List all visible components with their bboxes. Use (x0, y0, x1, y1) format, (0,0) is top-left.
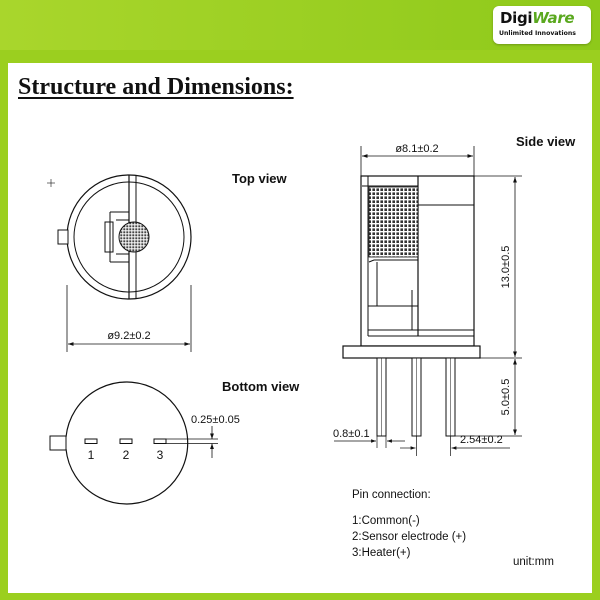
top-view-mesh (118, 221, 150, 253)
side-view-drawing (334, 146, 522, 456)
pin-connection-heading: Pin connection: (352, 489, 431, 501)
bottom-view-outline (65, 381, 189, 505)
top-view-drawing (47, 174, 192, 352)
logo-wordmark: DigiWare (500, 9, 575, 27)
side-diameter-label: ø8.1±0.2 (395, 143, 438, 155)
height-label: 13.0±0.5 (500, 246, 512, 289)
brand-logo: DigiWare Unlimited Innovations (493, 6, 591, 44)
bottom-pin-2-slot (119, 438, 133, 444)
pin-length-label: 5.0±0.5 (500, 379, 512, 416)
pin-connection-item-2: 2:Sensor electrode (+) (352, 531, 466, 543)
pin-gap-label: 0.25±0.05 (191, 414, 240, 426)
top-view-tab (57, 229, 69, 245)
logo-tagline: Unlimited Innovations (499, 30, 576, 37)
top-view-diameter-label: ø9.2±0.2 (107, 330, 150, 342)
bottom-view-label: Bottom view (222, 379, 300, 394)
pin-pitch-label: 2.54±0.2 (460, 434, 503, 446)
side-view-base-flange (342, 345, 481, 359)
top-view-label: Top view (232, 171, 288, 186)
unit-label: unit:mm (513, 556, 554, 568)
bottom-view-tab (49, 435, 67, 451)
side-view-label: Side view (516, 134, 576, 149)
pin-connection-item-3: 3:Heater(+) (352, 547, 411, 559)
bottom-pin-3-label: 3 (157, 448, 164, 462)
bottom-view-drawing (49, 381, 218, 505)
page-title: Structure and Dimensions: (18, 74, 294, 100)
pin-connection-item-1: 1:Common(-) (352, 515, 420, 527)
bottom-pin-1-label: 1 (88, 448, 95, 462)
bottom-pin-2-label: 2 (123, 448, 130, 462)
side-view-mesh (368, 186, 419, 258)
logo-ware: Ware (532, 9, 575, 27)
content-panel (8, 63, 592, 593)
pin-diameter-label: 0.8±0.1 (333, 428, 370, 440)
bottom-pin-1-slot (84, 438, 98, 444)
bottom-pin-3-slot (153, 438, 167, 444)
logo-digi: Digi (500, 9, 533, 27)
